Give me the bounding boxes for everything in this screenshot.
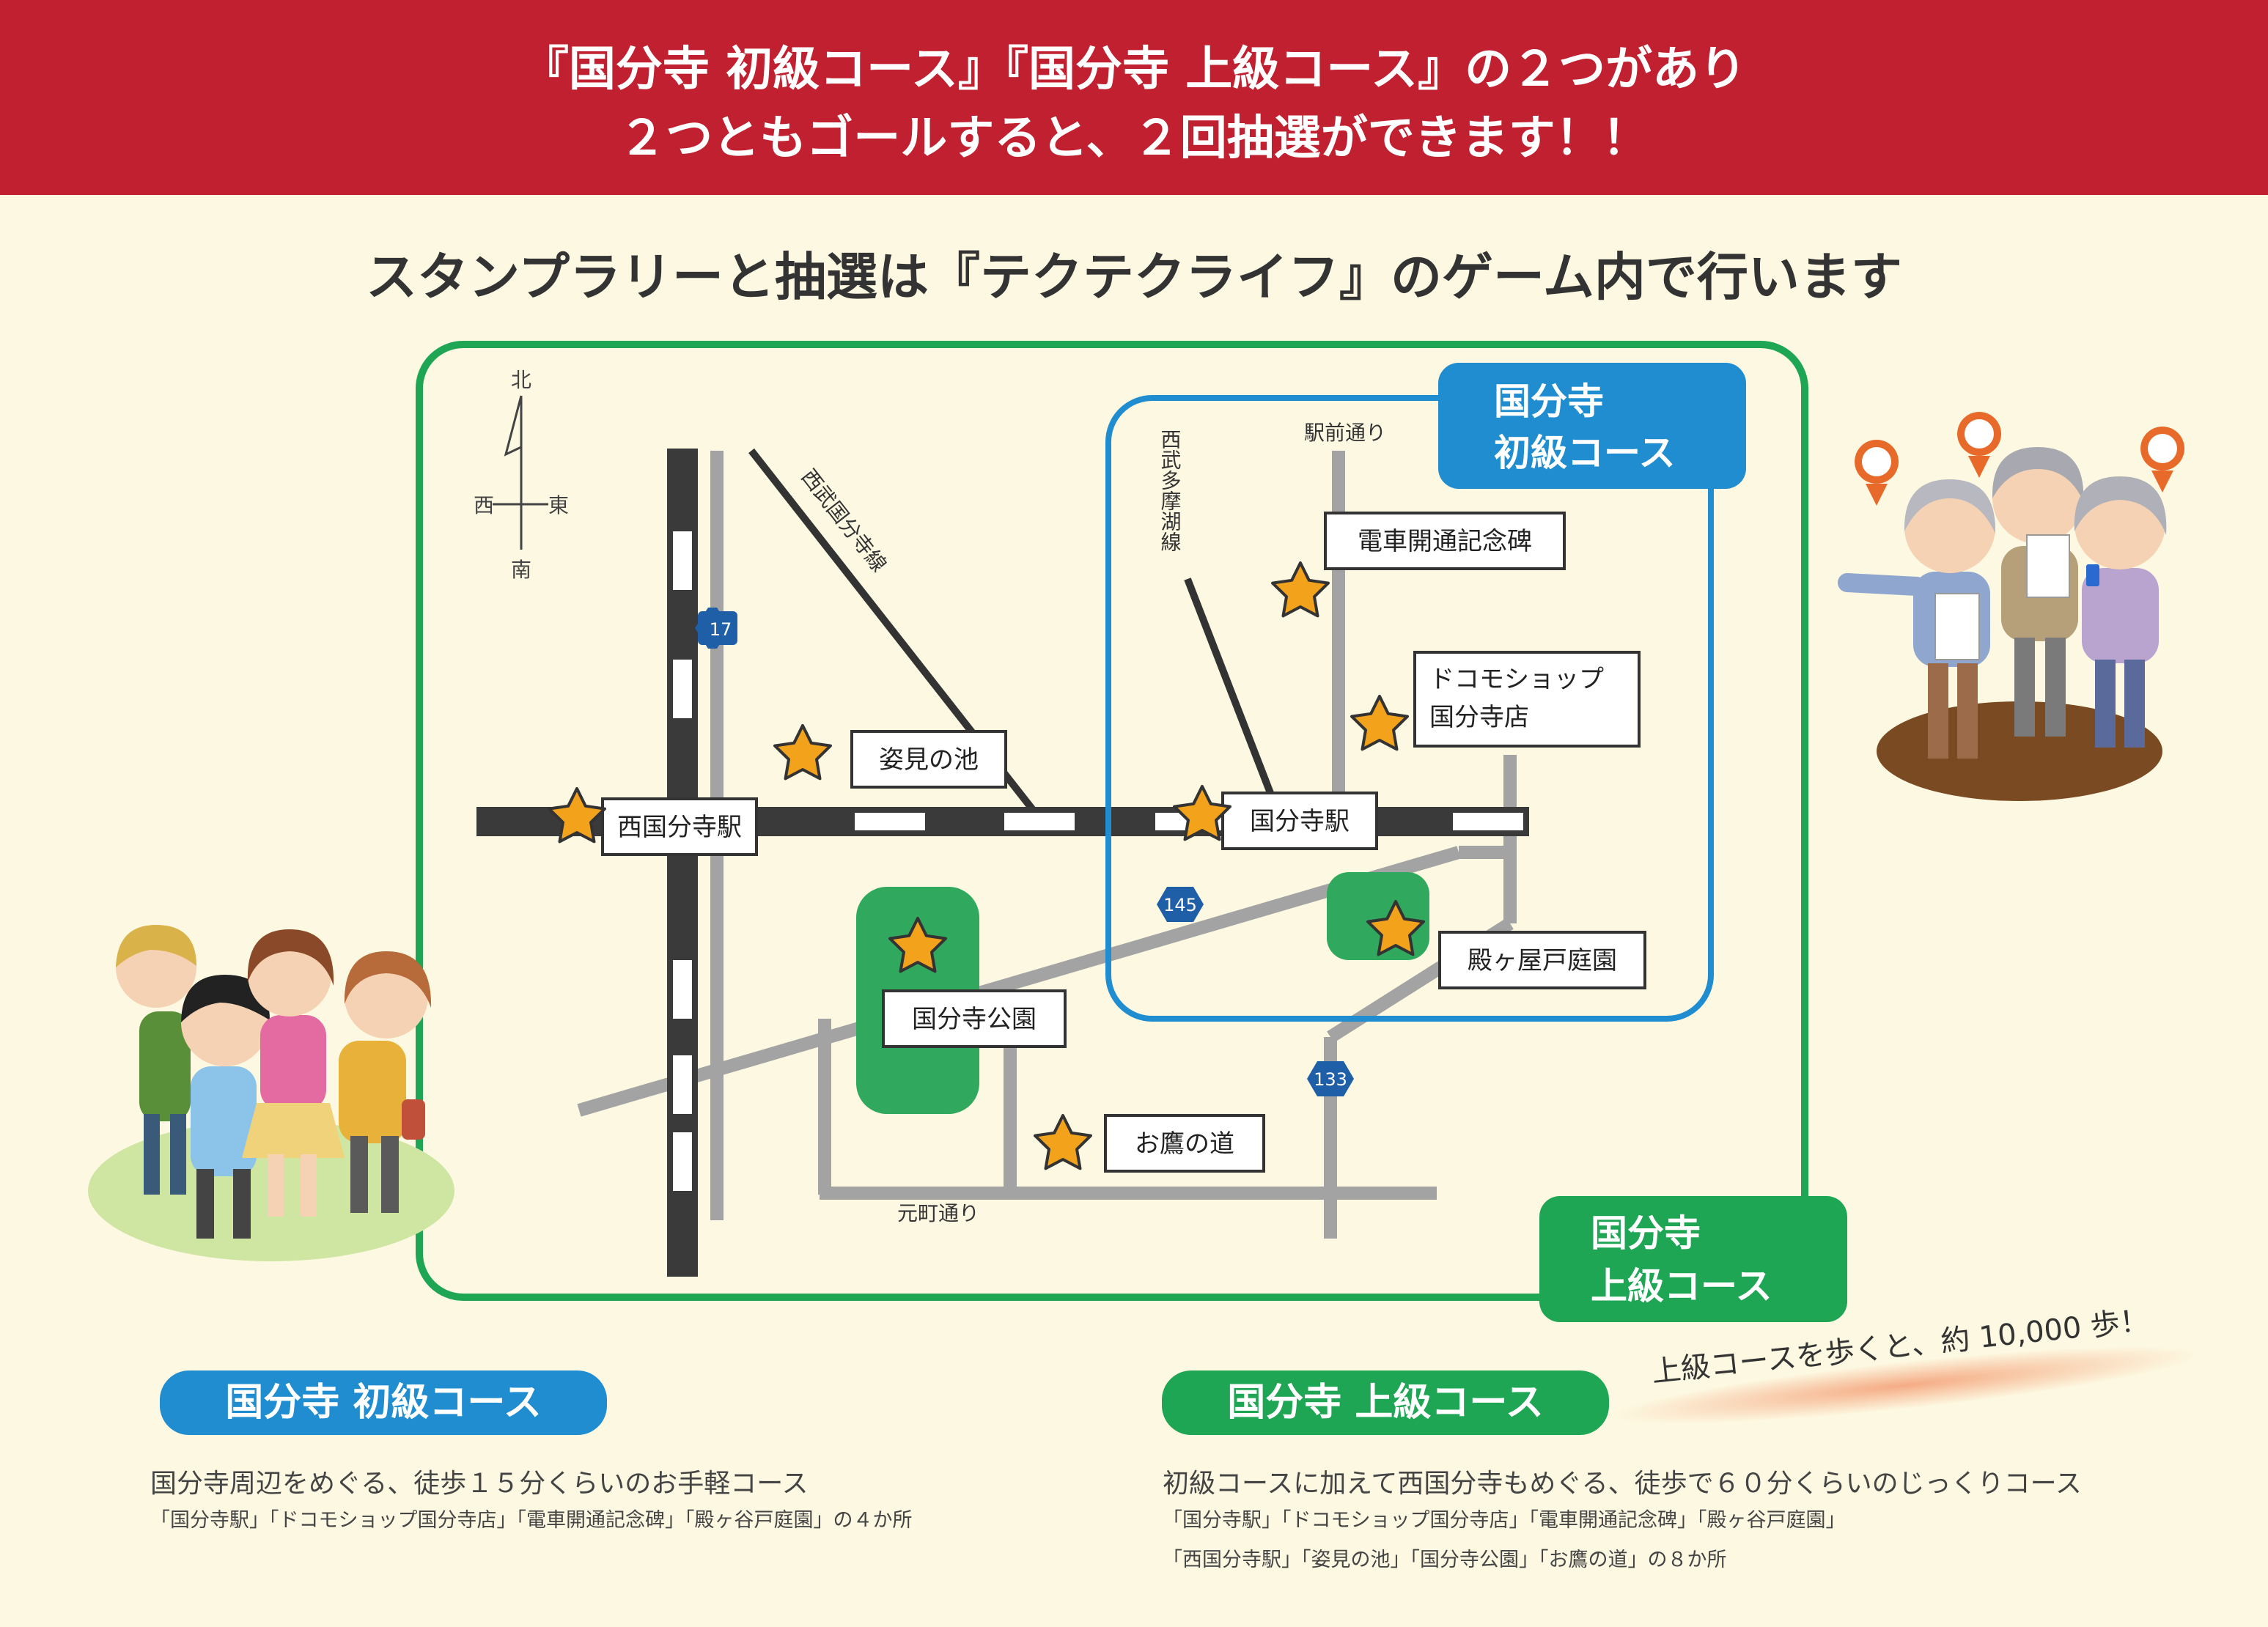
elderly-walkers-illustration [1838,412,2185,801]
svg-text:上級コース: 上級コース [1591,1265,1772,1307]
advanced-spots-2: 「西国分寺駅」「姿見の池」「国分寺公園」「お鷹の道」の８か所 [1163,1549,1727,1571]
ekimae-street-label: 駅前通り [1304,421,1386,445]
compass-south: 南 [511,558,531,582]
compass-north: 北 [511,368,531,392]
seibu-tamako-line-label: 西武多摩湖線 [1158,429,1182,552]
svg-text:電車開通記念碑: 電車開通記念碑 [1358,527,1532,556]
beginner-spots: 「国分寺駅」「ドコモショップ国分寺店」「電車開通記念碑」「殿ヶ谷戸庭園」の４か所 [150,1509,913,1532]
header-banner: 『国分寺 初級コース』『国分寺 上級コース』の２つがあり ２つともゴールすると、… [0,0,2268,195]
svg-text:初級コース: 初級コース [1494,432,1676,474]
beginner-course-pill: 国分寺 初級コース [160,1370,607,1435]
spot-label-kokubunji-station: 国分寺駅 [1221,792,1378,850]
jr-vertical-line [667,449,698,1277]
route-145-sign: 145 [1157,887,1204,922]
advanced-course-tag: 国分寺 上級コース [1539,1196,1847,1322]
beginner-course-tag: 国分寺 初級コース [1438,363,1746,489]
spot-label-park: 国分寺公園 [882,989,1067,1048]
compass-east: 東 [548,493,569,517]
tonogaya-garden-area [1327,872,1429,960]
stamp-star-otaka [1034,1114,1092,1170]
svg-text:133: 133 [1314,1069,1347,1090]
spot-label-denshakaitsu: 電車開通記念碑 [1324,512,1566,570]
svg-text:国分寺: 国分寺 [1591,1212,1701,1255]
stamp-star-docomo [1350,695,1409,751]
advanced-spots-1: 「国分寺駅」「ドコモショップ国分寺店」「電車開通記念碑」「殿ヶ谷戸庭園」 [1163,1509,1846,1532]
advanced-course-boundary [416,341,1808,1301]
svg-text:殿ヶ屋戸庭園: 殿ヶ屋戸庭園 [1468,946,1617,975]
banner-line-1: 『国分寺 初級コース』『国分寺 上級コース』の２つがあり [521,43,1747,97]
note-highlight [1614,1346,2198,1424]
svg-text:国分寺店: 国分寺店 [1429,703,1529,732]
svg-text:ドコモショップ: ドコモショップ [1429,665,1604,694]
seibu-tamako-line [1184,578,1279,808]
svg-text:17: 17 [710,619,732,640]
beginner-description: 国分寺周辺をめぐる、徒歩１５分くらいのお手軽コース [150,1469,809,1499]
svg-text:145: 145 [1163,895,1197,915]
stamp-star-sugatami [773,724,832,781]
beginner-course-boundary [1105,395,1714,1022]
young-walkers-illustration [88,925,454,1261]
spot-label-tonogaya: 殿ヶ屋戸庭園 [1438,931,1646,989]
route-133-sign: 133 [1307,1061,1354,1096]
svg-text:国分寺駅: 国分寺駅 [1250,807,1350,836]
spot-label-sugatami: 姿見の池 [850,730,1007,789]
advanced-description: 初級コースに加えて西国分寺もめぐる、徒歩で６０分くらいのじっくりコース [1163,1469,2082,1499]
spot-label-nishi-kokubunji: 西国分寺駅 [601,797,758,856]
svg-text:国分寺: 国分寺 [1494,380,1604,423]
spot-label-docomo: ドコモショップ 国分寺店 [1413,651,1641,748]
spot-label-otaka: お鷹の道 [1104,1114,1265,1173]
compass-west: 西 [474,493,494,517]
page-subtitle: スタンプラリーと抽選は『テクテクライフ』のゲーム内で行います [366,247,1902,307]
banner-line-2: ２つともゴールすると、２回抽選ができます！！ [619,111,1649,166]
stamp-star-denshakaitsu [1271,561,1330,618]
svg-text:お鷹の道: お鷹の道 [1135,1129,1234,1159]
motomachi-street-label: 元町通り [897,1201,979,1225]
advanced-course-pill: 国分寺 上級コース [1162,1370,1609,1435]
svg-text:姿見の池: 姿見の池 [879,745,979,775]
route-17-sign: 17 [695,608,737,649]
compass: 北 南 西 東 [474,368,569,582]
svg-text:国分寺公園: 国分寺公園 [912,1005,1037,1034]
svg-text:西国分寺駅: 西国分寺駅 [617,813,742,842]
